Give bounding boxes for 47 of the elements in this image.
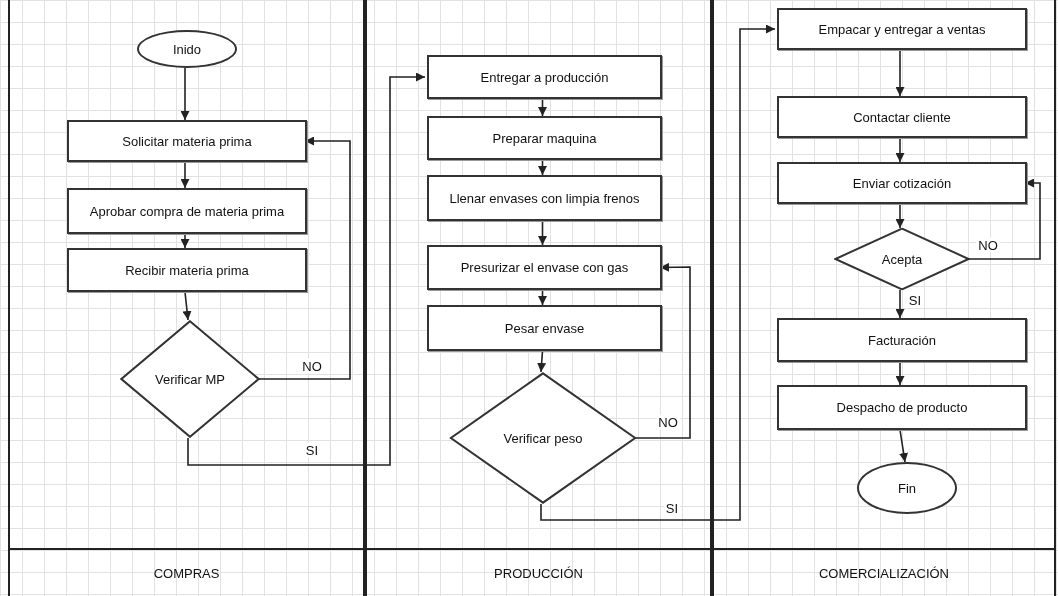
process-box: Preparar maquina	[427, 116, 662, 160]
process-box: Presurizar el envase con gas	[427, 245, 662, 290]
lane-title: COMPRAS	[153, 565, 220, 581]
process-box: Contactar cliente	[777, 96, 1027, 138]
terminal-ellipse: Fin	[857, 462, 957, 514]
process-box: Llenar envases con limpia frenos	[427, 175, 662, 221]
process-box: Enviar cotización	[777, 162, 1027, 204]
swimlane	[365, 0, 712, 596]
arrow	[895, 203, 905, 229]
arrow	[538, 289, 547, 306]
arrow	[537, 350, 547, 373]
swimlane	[8, 0, 365, 596]
process-box: Recibir materia prima	[67, 248, 307, 292]
arrow	[257, 136, 351, 380]
arrow	[634, 262, 691, 439]
edge-label: NO	[976, 237, 1000, 253]
arrow	[180, 161, 190, 189]
process-box: Empacar y entregar a ventas	[777, 8, 1027, 50]
arrow	[187, 72, 426, 466]
arrow	[895, 361, 905, 386]
arrow	[895, 137, 905, 163]
process-box: Entregar a producción	[427, 55, 662, 99]
process-box: Pesar envase	[427, 305, 662, 351]
lane-title: PRODUCCIÓN	[494, 565, 583, 581]
process-box: Despacho de producto	[777, 385, 1027, 430]
decision-diamond: Verificar peso	[449, 372, 637, 504]
arrow	[895, 289, 905, 319]
arrow	[538, 159, 547, 176]
process-box: Solicitar materia prima	[67, 120, 307, 162]
edge-label: NO	[656, 414, 680, 430]
decision-diamond: Acepta	[834, 228, 970, 290]
process-box: Aprobar compra de materia prima	[67, 188, 307, 234]
edge-label: NO	[300, 358, 324, 374]
terminal-ellipse: Inido	[137, 30, 237, 68]
arrow	[899, 429, 909, 463]
arrow	[538, 98, 547, 117]
lane-title: COMERCIALIZACIÓN	[819, 565, 949, 581]
arrow	[895, 49, 905, 97]
swimlane	[712, 0, 1056, 596]
arrow	[180, 67, 190, 121]
arrow	[182, 291, 192, 321]
arrow	[538, 220, 547, 246]
arrow	[540, 24, 776, 521]
arrow	[967, 178, 1041, 260]
arrow	[180, 233, 190, 249]
decision-diamond: Verificar MP	[120, 320, 260, 438]
process-box: Facturación	[777, 318, 1027, 362]
